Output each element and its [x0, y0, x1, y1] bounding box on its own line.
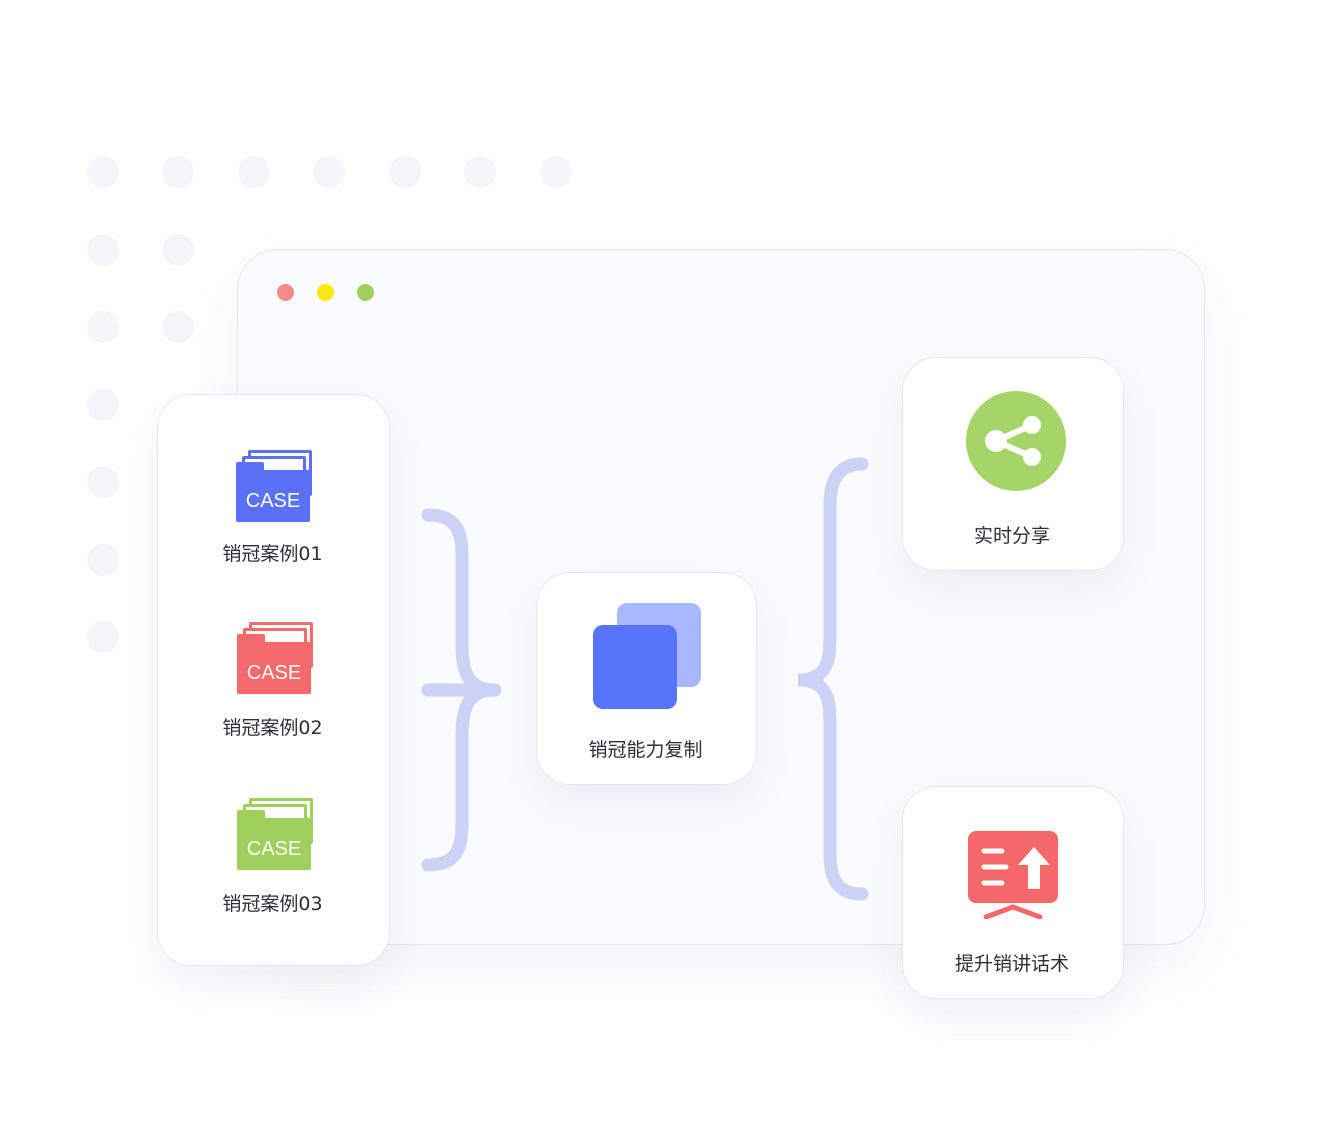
presentation-icon [968, 831, 1058, 920]
window-minimize-dot[interactable] [317, 284, 334, 301]
share-label: 实时分享 [973, 525, 1050, 547]
pitch-label: 提升销讲话术 [954, 953, 1069, 975]
center-label: 销冠能力复制 [588, 739, 703, 761]
case-badge: CASE [236, 470, 310, 522]
case-label: 销冠案例03 [222, 893, 323, 915]
case-folder-icon: CASE [237, 798, 313, 872]
case-badge: CASE [237, 818, 311, 870]
window-maximize-dot[interactable] [357, 284, 374, 301]
window-close-dot[interactable] [277, 284, 294, 301]
case-label: 销冠案例01 [222, 543, 323, 565]
copy-icon [593, 603, 701, 709]
share-icon [966, 391, 1066, 491]
case-folder-icon: CASE [236, 450, 312, 524]
case-badge: CASE [237, 642, 311, 694]
case-label: 销冠案例02 [222, 717, 323, 739]
case-folder-icon: CASE [237, 622, 313, 696]
